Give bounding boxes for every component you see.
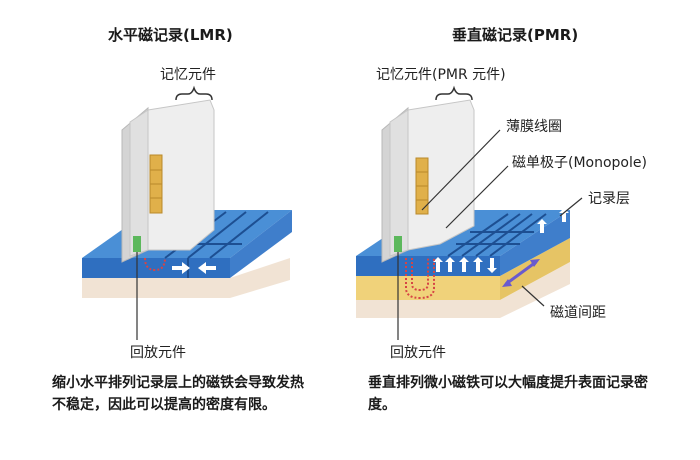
pmr-spacing-arrow: [505, 260, 537, 286]
pmr-arrow-up: [473, 257, 483, 272]
lmr-arrow-right: [172, 262, 190, 274]
pmr-layer-label: 记录层: [588, 191, 630, 207]
pmr-coil-leader: [421, 129, 501, 211]
lmr-arrow-left: [198, 262, 216, 274]
pmr-layer-leader: [559, 197, 583, 217]
lmr-field-loop: [144, 257, 166, 272]
pmr-side-arrow: [537, 219, 547, 233]
pmr-arrow-up: [433, 257, 443, 272]
lmr-diagram: [82, 85, 292, 340]
pmr-base-layer: [356, 262, 570, 318]
pmr-read-element: [394, 236, 402, 252]
pmr-monopole-label: 磁单极子(Monopole): [512, 155, 647, 171]
pmr-brace: [435, 85, 473, 101]
pmr-soft-layer-front: [356, 276, 500, 300]
pmr-arrow-down: [487, 258, 497, 273]
pmr-side-arrow: [559, 208, 569, 222]
pmr-spacing-label: 磁道间距: [550, 305, 606, 321]
lmr-brace: [175, 85, 213, 101]
lmr-caption: 缩小水平排列记录层上的磁铁会导致发热不稳定，因此可以提高的密度有限。: [52, 375, 304, 413]
pmr-arrow-up: [445, 257, 455, 272]
pmr-monopole-leader: [445, 165, 509, 229]
pmr-coil-label: 薄膜线圈: [506, 119, 562, 135]
lmr-title: 水平磁记录(LMR): [108, 26, 233, 44]
pmr-head-side: [389, 109, 409, 257]
pmr-title: 垂直磁记录(PMR): [452, 26, 579, 44]
lmr-track-line: [209, 211, 269, 259]
lmr-media-side: [230, 210, 292, 278]
pmr-memory-label: 记忆元件(PMR 元件): [376, 67, 506, 83]
pmr-arrow-up: [459, 257, 469, 272]
lmr-head-side: [129, 109, 149, 257]
lmr-read-element: [133, 236, 141, 252]
pmr-diagram: [356, 85, 583, 340]
pmr-field-loop: [405, 258, 435, 300]
pmr-caption: 垂直排列微小磁铁可以大幅度提升表面记录密度。: [368, 375, 648, 413]
pmr-media-side: [500, 210, 570, 276]
lmr-track-line: [187, 211, 247, 259]
lmr-memory-label: 记忆元件: [160, 67, 216, 83]
pmr-read-label: 回放元件: [390, 345, 446, 361]
lmr-read-label: 回放元件: [130, 345, 186, 361]
lmr-media-front: [82, 258, 230, 278]
pmr-spacing-leader: [521, 285, 545, 307]
pmr-soft-layer-side: [500, 238, 570, 300]
